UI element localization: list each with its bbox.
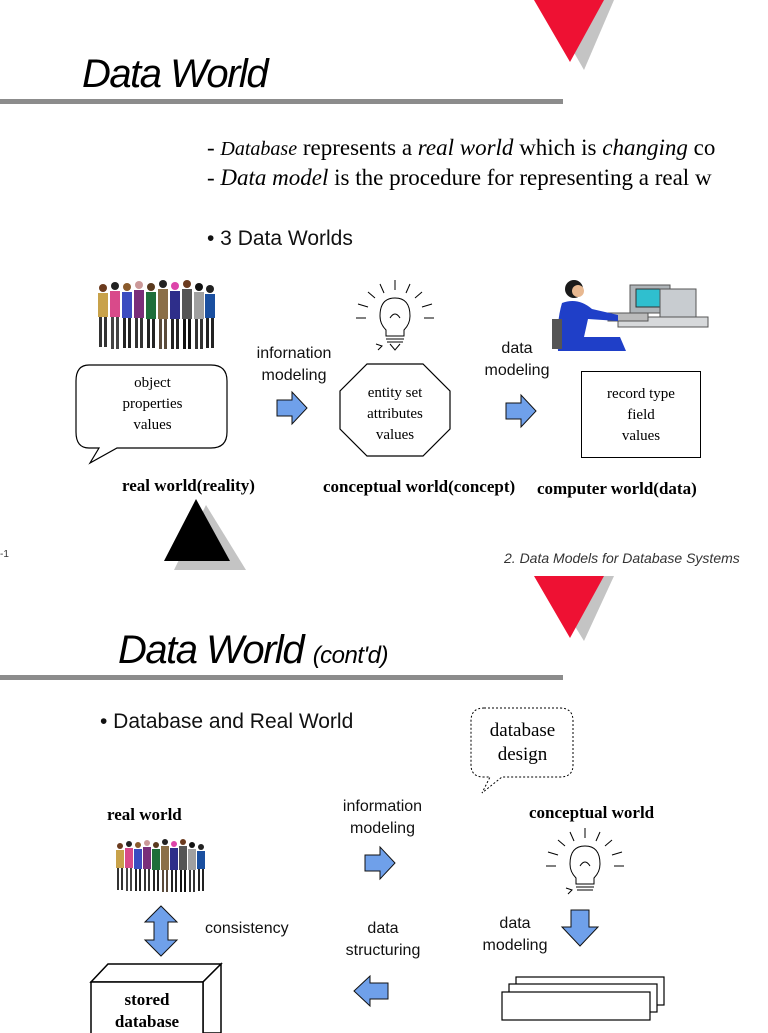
bubble-line: design (497, 744, 548, 765)
page-title: Data World (82, 52, 269, 96)
arrow-right-icon (505, 393, 537, 429)
stored-database-label: stored database (91, 989, 203, 1033)
label-computer-world: computer world(data) (537, 479, 697, 498)
bubble-line-object: object (134, 375, 171, 391)
dash: - (207, 165, 221, 190)
information-modeling-label-2: information modeling (335, 796, 430, 840)
label-line: structuring (345, 942, 421, 959)
section-bullet-3-data-worlds: • 3 Data Worlds (207, 227, 353, 250)
bubble-line: database (489, 720, 556, 741)
lightbulb-icon (356, 280, 434, 351)
bubble-line-values: values (133, 417, 172, 433)
label-line: modeling (350, 820, 415, 837)
title-underline (0, 99, 563, 104)
title-main: Data World (118, 628, 305, 672)
title-underline-2 (0, 675, 563, 680)
term-real-world: real world (417, 135, 514, 160)
label-line: modeling (261, 367, 327, 384)
red-triangle-logo (534, 576, 614, 641)
black-triangle-logo (164, 499, 246, 570)
data-model-definition-line: - Data model is the procedure for repres… (207, 165, 712, 191)
person-at-computer-icon (552, 280, 709, 351)
label-line: information (342, 798, 423, 815)
text: co (687, 135, 716, 160)
octagon-line-entity-set: entity set (367, 385, 423, 401)
computer-box (581, 371, 701, 458)
label-line: data (499, 915, 531, 932)
consistency-label: consistency (205, 920, 289, 937)
term-data-model: Data model (220, 165, 329, 190)
section-bullet-database-real-world: • Database and Real World (100, 710, 354, 733)
text: represents a (297, 135, 418, 160)
data-structuring-label: data structuring (338, 918, 428, 962)
page-title-2: Data World (cont'd) (118, 628, 388, 673)
concept-octagon: entity set attributes values (339, 383, 451, 446)
label-line: modeling (482, 937, 548, 954)
lightbulb-icon (546, 828, 624, 895)
database-definition-line: - Database represents a real world which… (207, 135, 715, 161)
red-triangle-logo (534, 0, 614, 70)
label-line: database (114, 1012, 180, 1031)
box-line-field: field (627, 407, 655, 423)
real-world-bubble: object properties values (80, 373, 225, 436)
label-conceptual-world: conceptual world(concept) (323, 477, 516, 496)
label-line: stored (124, 990, 170, 1009)
arrow-down-icon (560, 909, 600, 947)
concept-octagon-shape (339, 363, 451, 457)
computer-box-text: record type field values (581, 384, 701, 447)
database-design-bubble: database design (471, 719, 574, 767)
title-sub: (cont'd) (312, 642, 389, 669)
stacked-records-icon (501, 976, 665, 1021)
real-world-label: real world (107, 805, 182, 824)
label-line: data (501, 340, 533, 357)
text: is the procedure for representing a real… (328, 165, 712, 190)
octagon-line-attributes: attributes (367, 406, 423, 422)
conceptual-world-label: conceptual world (529, 803, 655, 822)
people-group-icon (98, 280, 215, 349)
box-line-values: values (621, 428, 661, 444)
double-arrow-up-down-icon (143, 905, 179, 957)
octagon-line-values: values (375, 427, 415, 443)
people-group-icon (116, 839, 205, 892)
dash: - (207, 135, 221, 160)
data-modeling-label-2: data modeling (475, 913, 555, 957)
footer-text: 2. Data Models for Database Systems (504, 550, 740, 566)
label-line: infornation (256, 345, 332, 362)
database-design-bubble-shape (470, 707, 574, 794)
label-line: data (367, 920, 399, 937)
arrow-left-icon (353, 974, 389, 1008)
term-changing: changing (602, 135, 688, 160)
box-line-record-type: record type (607, 386, 675, 402)
information-modeling-label: infornation modeling (250, 343, 338, 387)
bubble-line-properties: properties (122, 396, 183, 412)
arrow-right-icon (364, 845, 396, 881)
real-world-bubble-shape (75, 364, 228, 465)
data-modeling-label: data modeling (478, 338, 556, 382)
term-database: Database (220, 138, 298, 160)
arrow-right-icon (276, 390, 308, 426)
page-number: -1 (0, 549, 9, 560)
label-real-world: real world(reality) (122, 476, 255, 495)
text: which is (513, 135, 603, 160)
label-line: modeling (484, 362, 550, 379)
